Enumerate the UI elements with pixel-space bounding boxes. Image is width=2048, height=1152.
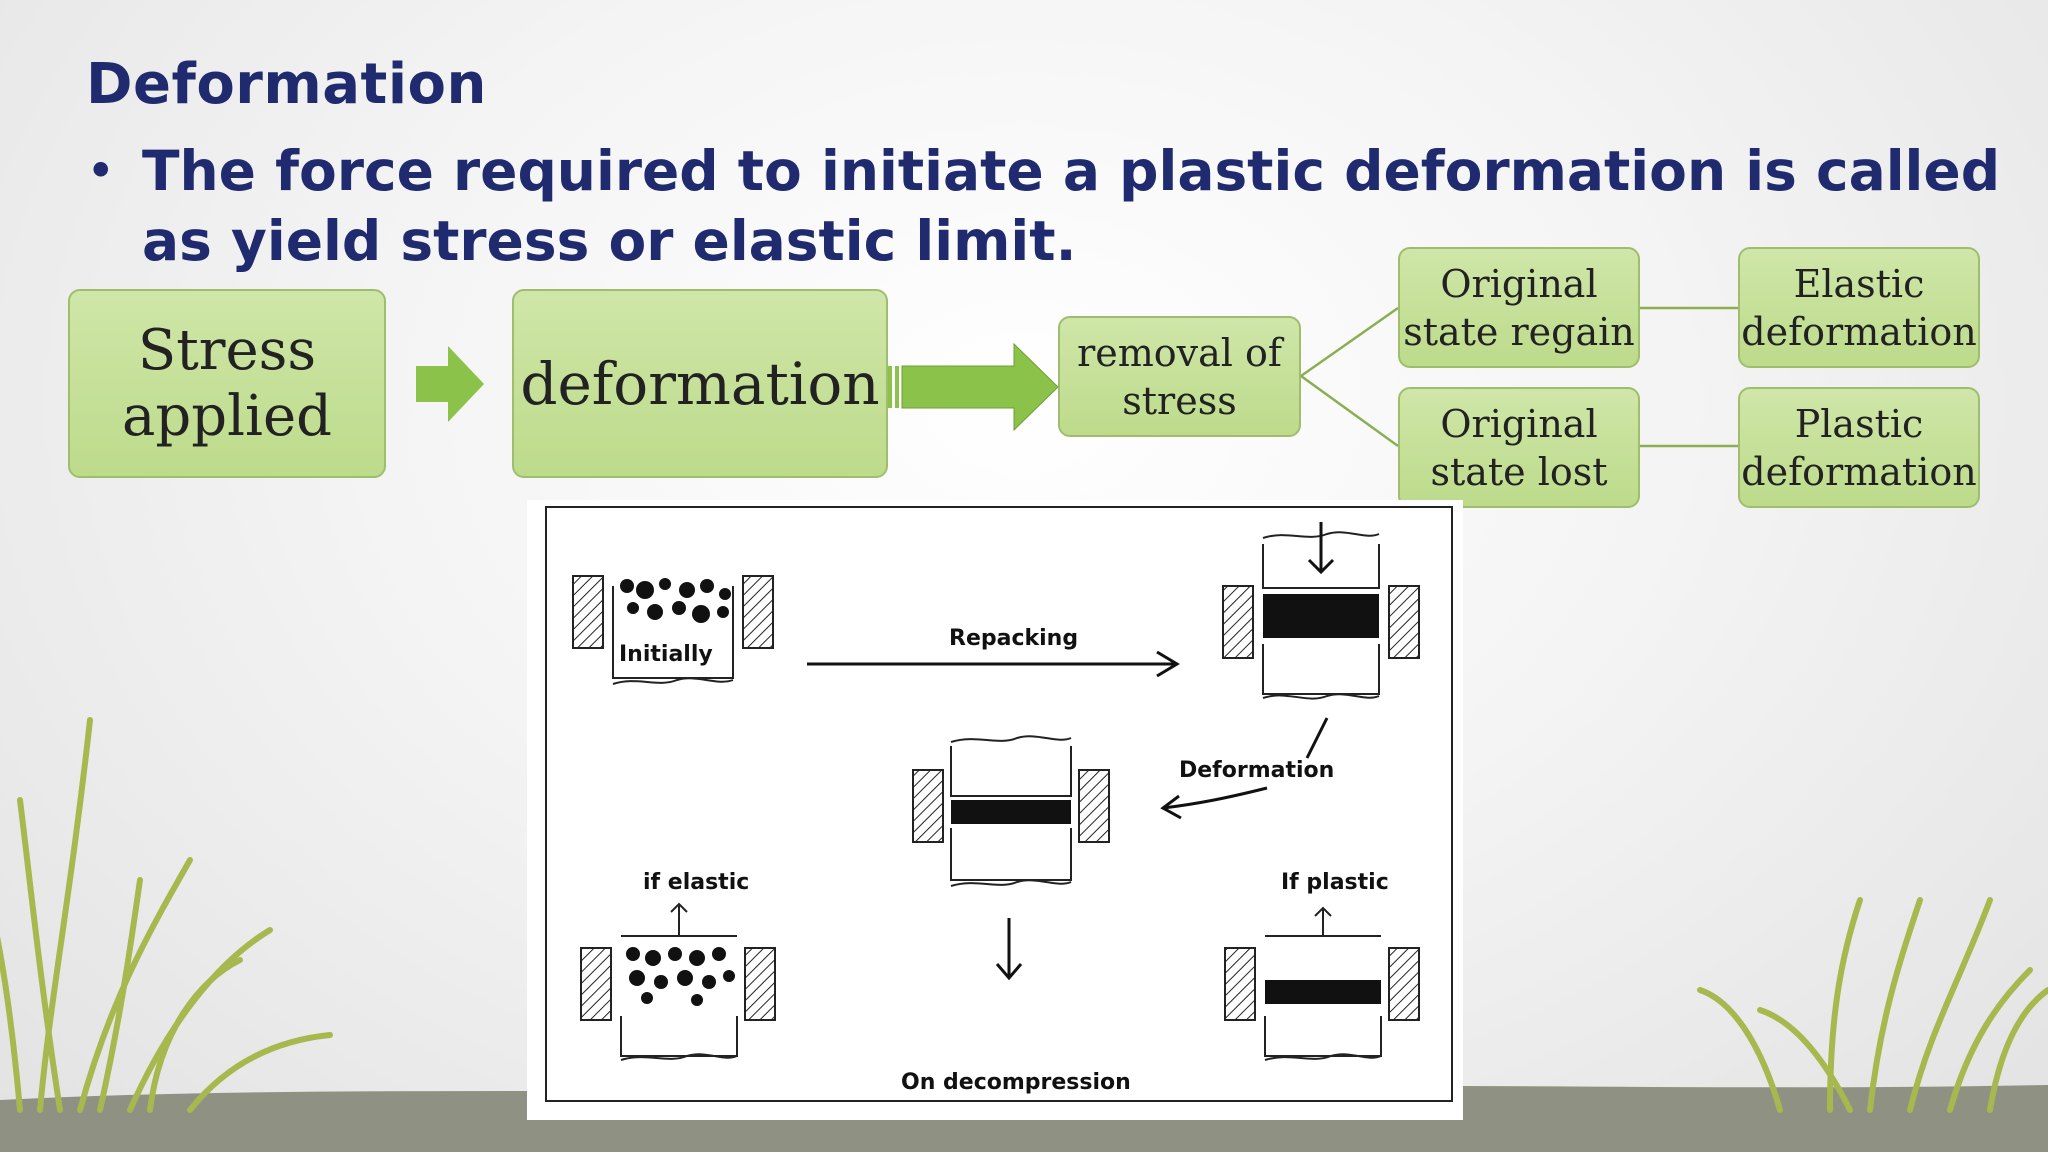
bullet-symbol: •: [86, 142, 116, 200]
bullet-text: The force required to initiate a plastic…: [142, 139, 2001, 273]
figure-drawing: [572, 522, 1420, 1061]
label-if-plastic: If plastic: [1281, 870, 1389, 895]
grass-right: [1697, 897, 2048, 1113]
label-initially: Initially: [619, 642, 713, 667]
grass-left: [0, 717, 333, 1113]
box-stress-applied: Stress applied: [68, 289, 386, 478]
box-elastic-deformation: Elastic deformation: [1738, 247, 1980, 368]
box-original-state-lost: Original state lost: [1398, 387, 1640, 508]
figure-frame: Initially Repacking Deformation if elast…: [545, 506, 1453, 1102]
box-deformation: deformation: [512, 289, 888, 478]
label-if-elastic: if elastic: [643, 870, 750, 895]
compression-figure: Initially Repacking Deformation if elast…: [527, 500, 1463, 1120]
label-on-decompression: On decompression: [901, 1070, 1131, 1095]
die-initially: [572, 575, 774, 685]
box-original-state-regain: Original state regain: [1398, 247, 1640, 368]
die-elastic: [580, 902, 776, 1061]
die-deformed: [912, 735, 1110, 887]
die-plastic: [1224, 906, 1420, 1061]
label-deformation: Deformation: [1179, 758, 1335, 783]
label-repacking: Repacking: [949, 626, 1079, 651]
die-repacked: [1222, 522, 1420, 700]
box-removal-of-stress: removal of stress: [1058, 316, 1301, 437]
box-plastic-deformation: Plastic deformation: [1738, 387, 1980, 508]
slide-title: Deformation: [86, 52, 487, 117]
